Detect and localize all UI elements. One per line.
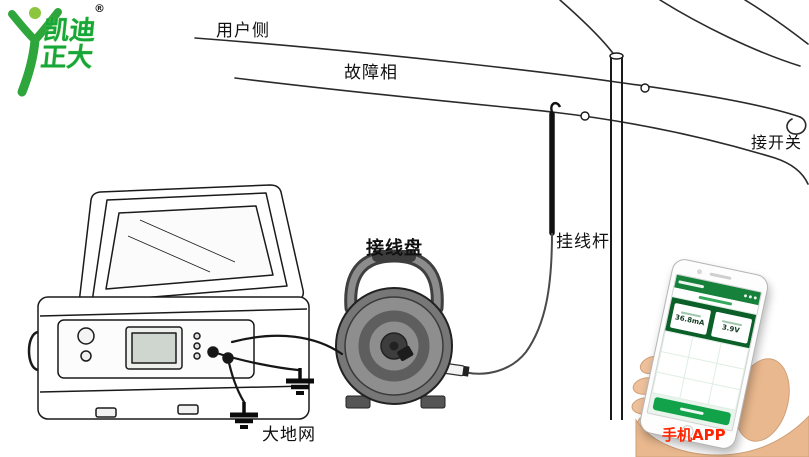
status-dot <box>753 296 758 300</box>
reel-plug <box>397 345 414 361</box>
status-dot <box>748 295 753 299</box>
power-lines <box>194 0 809 185</box>
insulator <box>640 83 650 93</box>
registered-mark: ® <box>94 2 105 15</box>
cable-reel <box>335 249 453 409</box>
label-connect-switch: 接开关 <box>751 133 803 152</box>
ground-symbol <box>286 368 314 395</box>
label-earth-net: 大地网 <box>262 425 316 445</box>
phone-camera <box>696 268 703 275</box>
app-grid-cell <box>680 378 712 404</box>
brand-name: 凯迪 正大 <box>39 16 98 74</box>
reading-voltage-value: 3.9V <box>721 322 741 335</box>
control-knob <box>80 350 92 362</box>
utility-pole <box>580 52 650 420</box>
label-user-side: 用户侧 <box>216 21 270 41</box>
phone-speaker <box>709 272 732 280</box>
brand-logo: 凯迪 正大 ® <box>2 2 122 100</box>
hanging-rod <box>463 101 562 375</box>
meter-dial <box>77 327 95 345</box>
instrument-case <box>27 184 310 420</box>
brand-name-top: 凯迪 <box>41 16 98 46</box>
brand-name-bottom: 正大 <box>39 43 95 74</box>
status-icons <box>743 294 758 300</box>
app-grid-cell <box>708 384 740 410</box>
status-dot <box>743 294 748 298</box>
case-latch <box>95 407 117 418</box>
app-action-label-placeholder <box>679 407 704 416</box>
case-handle <box>27 330 39 372</box>
reading-card-voltage: 3.9V <box>710 310 752 344</box>
reading-card-current: 36.8mA <box>669 302 711 335</box>
logo-figure-icon <box>8 7 62 97</box>
ground-symbol <box>230 402 258 429</box>
insulator <box>580 111 590 121</box>
panel-button <box>193 352 201 360</box>
label-hanging-rod: 挂线杆 <box>556 232 610 252</box>
test-leads <box>211 334 344 404</box>
label-phone-app: 手机APP <box>662 426 726 444</box>
label-fault-phase: 故障相 <box>344 63 398 83</box>
case-latch <box>177 404 199 415</box>
panel-button <box>193 332 201 340</box>
app-grid-cell <box>652 372 684 398</box>
label-cable-reel: 接线盘 <box>366 238 423 259</box>
earth-ground-symbols <box>230 368 314 429</box>
panel-button <box>193 342 201 350</box>
wrist <box>635 415 809 457</box>
app-title-placeholder <box>678 280 705 289</box>
